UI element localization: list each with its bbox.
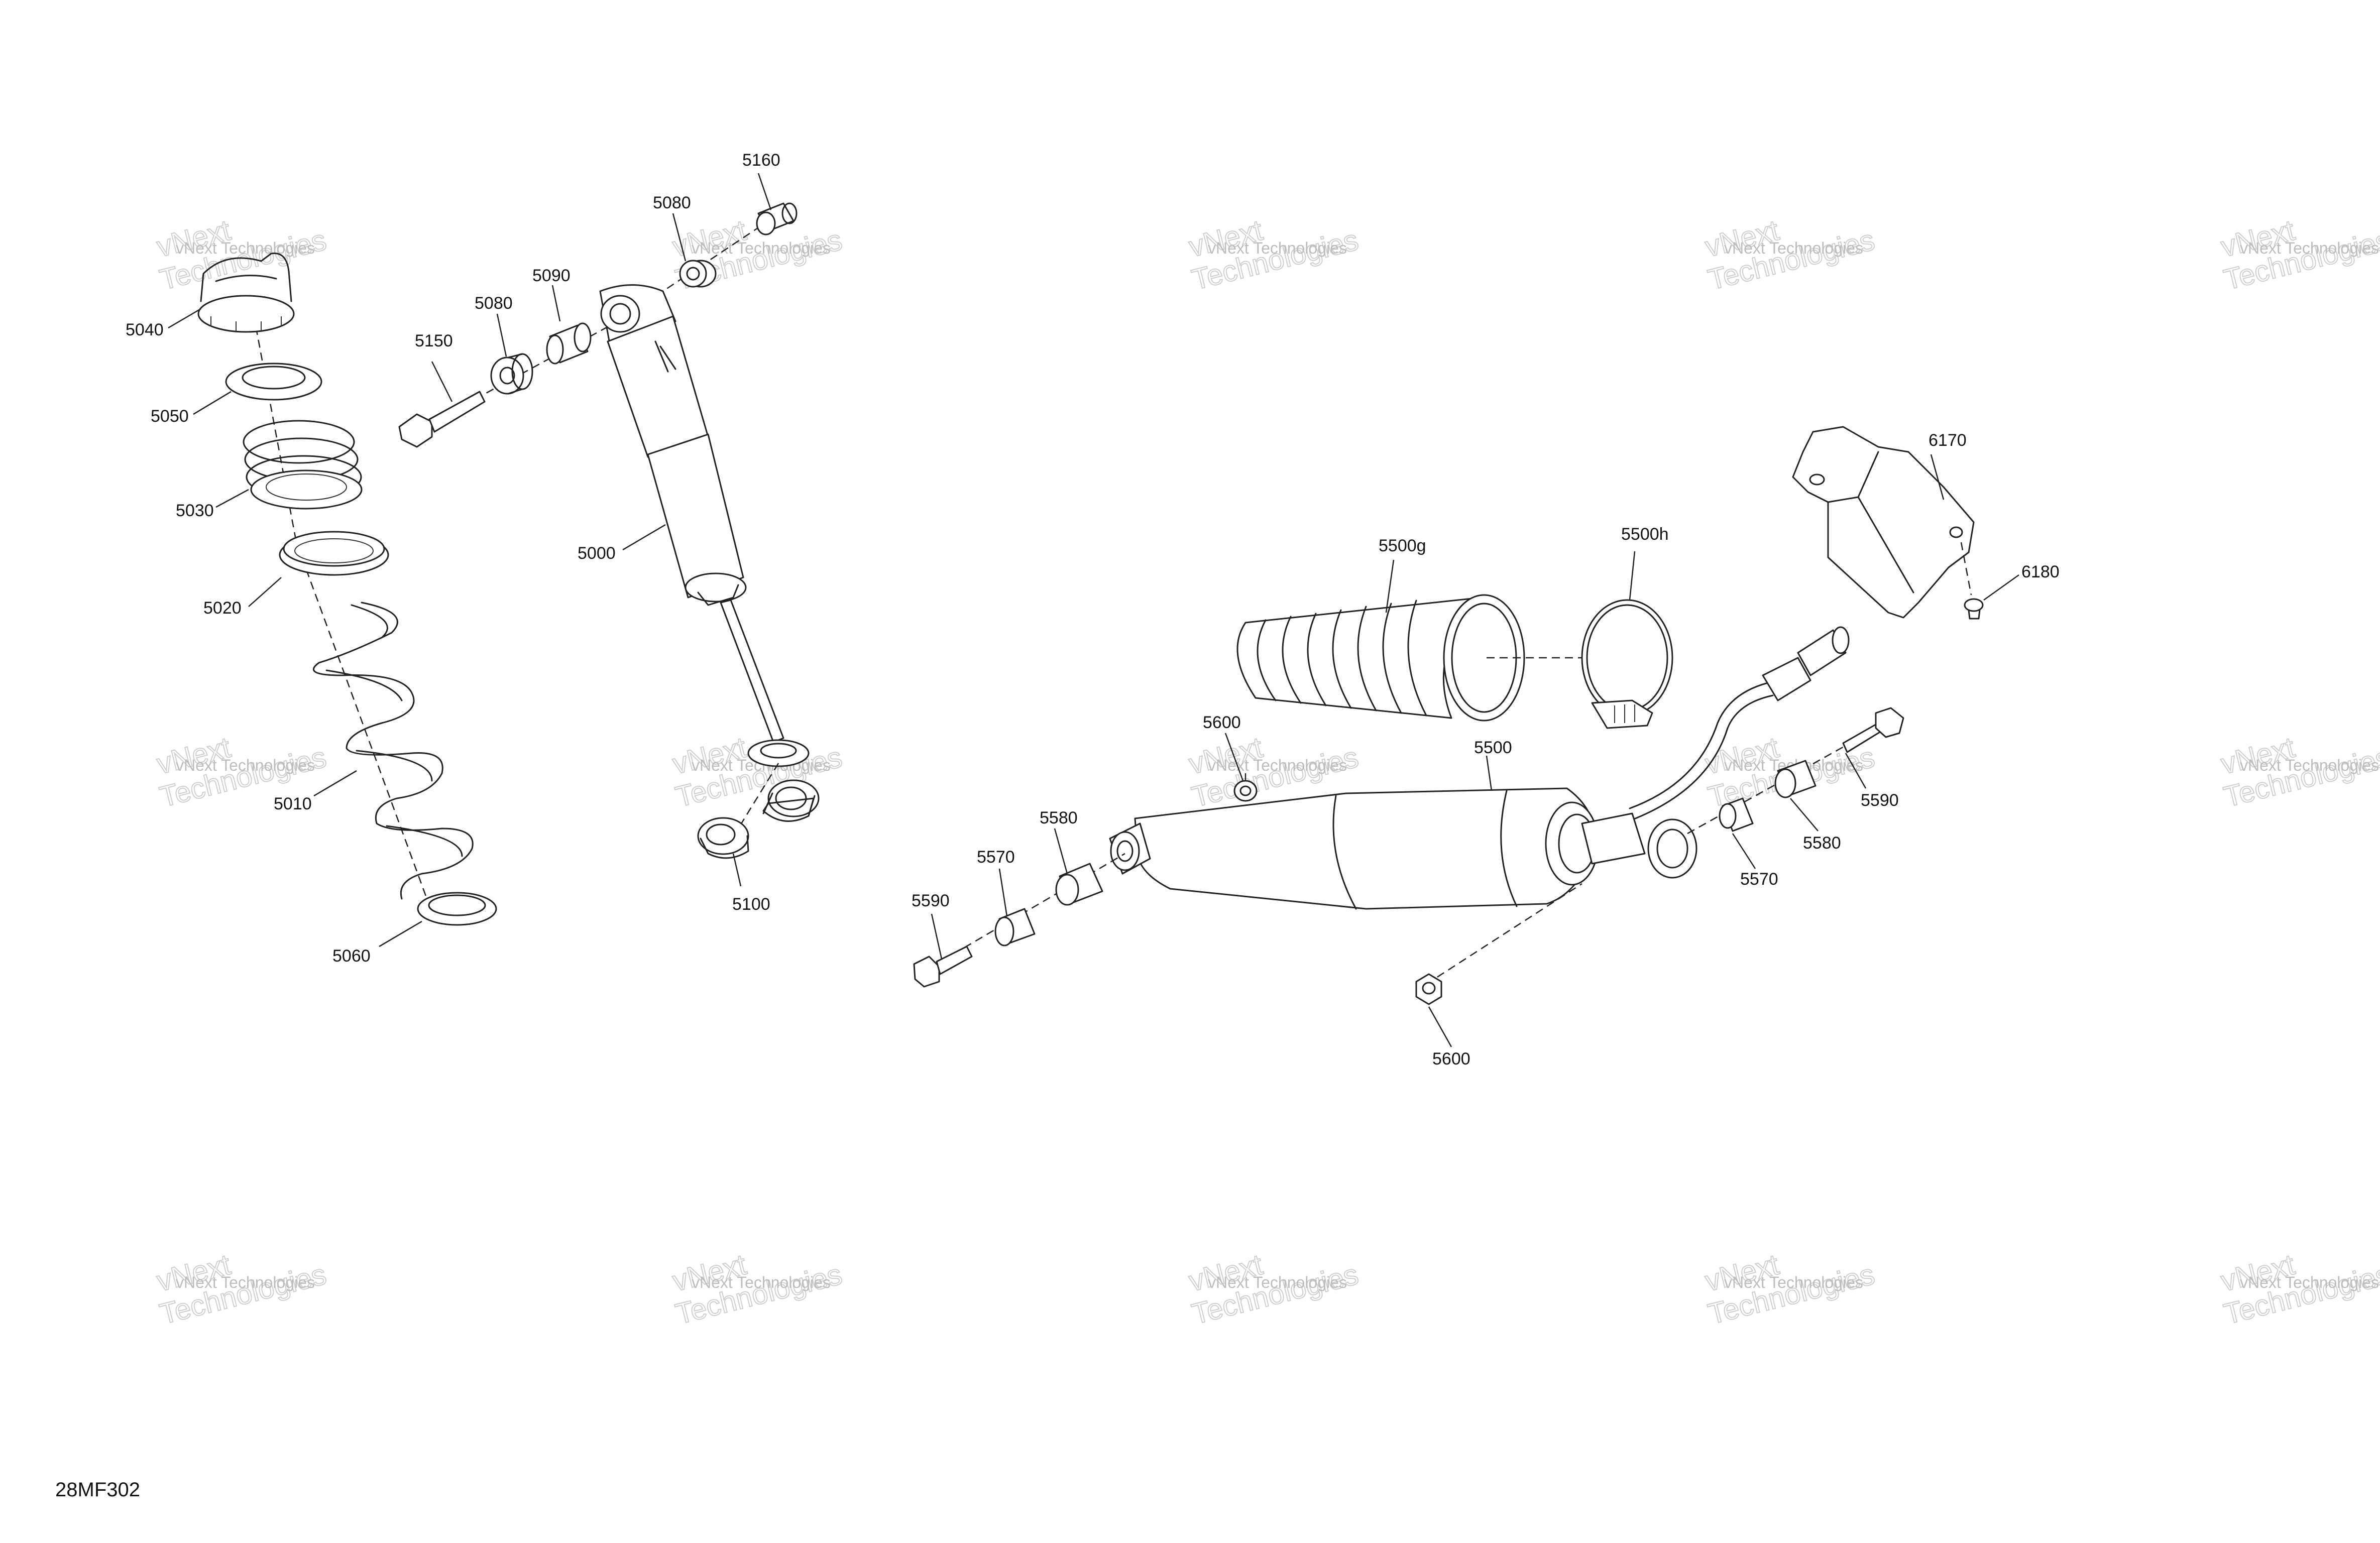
label-5010: 5010 bbox=[274, 794, 312, 813]
part-5020-spring-seat bbox=[279, 531, 389, 576]
part-5500h-hose-clamp bbox=[1581, 599, 1673, 729]
watermark-text-small: vNext Technologies bbox=[1208, 239, 1347, 257]
part-5090-sleeve bbox=[546, 322, 592, 365]
label-5500: 5500 bbox=[1474, 738, 1512, 757]
part-labels: 5040 5050 5030 5020 5010 5060 5150 5080 … bbox=[126, 151, 2060, 1069]
label-6170: 6170 bbox=[1929, 431, 1967, 450]
label-5590-right: 5590 bbox=[1861, 791, 1899, 810]
watermark: vNext Technologies vNext Technologies bbox=[153, 1248, 330, 1331]
label-5500g: 5500g bbox=[1379, 536, 1426, 555]
label-5500h: 5500h bbox=[1621, 525, 1669, 544]
watermark-text-small: vNext Technologies bbox=[1724, 239, 1863, 257]
label-5570-right: 5570 bbox=[1740, 870, 1778, 889]
watermark-text-small: vNext Technologies bbox=[176, 1273, 315, 1291]
label-5580-left: 5580 bbox=[1040, 808, 1078, 827]
label-5000: 5000 bbox=[578, 544, 616, 563]
part-5040-spring-adjuster bbox=[197, 252, 295, 333]
label-5030: 5030 bbox=[176, 501, 214, 520]
part-5030-spring-spacer bbox=[243, 420, 363, 510]
watermark-text-small: vNext Technologies bbox=[2240, 1273, 2379, 1291]
diagram-code: 28MF302 bbox=[55, 1479, 140, 1501]
label-6180: 6180 bbox=[2021, 562, 2060, 581]
watermark-text-small: vNext Technologies bbox=[1724, 1273, 1863, 1291]
part-5570-sleeve-right bbox=[1719, 797, 1754, 832]
part-5600-nut-top bbox=[1233, 780, 1258, 802]
reservoir-bottom-axis-line bbox=[1426, 883, 1582, 985]
label-5580-right: 5580 bbox=[1803, 834, 1841, 853]
watermark: vNext Technologies vNext Technologies bbox=[1702, 1248, 1878, 1331]
watermark-text-small: vNext Technologies bbox=[692, 1273, 831, 1291]
part-5100-bushings bbox=[697, 779, 820, 859]
watermark: vNext Technologies vNext Technologies bbox=[2217, 731, 2380, 814]
part-5000-shock-absorber bbox=[599, 284, 810, 767]
label-5590-left: 5590 bbox=[912, 891, 950, 910]
watermark: vNext Technologies vNext Technologies bbox=[669, 1248, 846, 1331]
part-5580-bushing-right bbox=[1774, 760, 1817, 798]
label-5100: 5100 bbox=[732, 895, 770, 914]
part-5050-washer bbox=[225, 363, 322, 401]
watermark: vNext Technologies vNext Technologies bbox=[2217, 1248, 2380, 1331]
part-5590-bolt-right bbox=[1842, 707, 1904, 753]
part-5060-spring-clip bbox=[417, 892, 497, 926]
part-6180-screw bbox=[1960, 542, 1984, 620]
watermark-text-small: vNext Technologies bbox=[692, 239, 831, 257]
part-5500-reservoir bbox=[1109, 787, 1697, 910]
watermark: vNext Technologies vNext Technologies bbox=[1185, 213, 1362, 297]
watermark-text-small: vNext Technologies bbox=[2240, 239, 2379, 257]
label-5040: 5040 bbox=[126, 320, 164, 339]
label-5600-top: 5600 bbox=[1203, 713, 1241, 732]
watermark-grid: vNext Technologies vNext Technologies vN… bbox=[153, 213, 2380, 1331]
part-5500g-bellows-boot bbox=[1236, 594, 1525, 722]
spring-assembly bbox=[197, 252, 497, 926]
label-5060: 5060 bbox=[332, 946, 371, 966]
shock-absorber-assembly bbox=[398, 202, 820, 859]
label-5050: 5050 bbox=[151, 407, 189, 426]
watermark-text-small: vNext Technologies bbox=[1208, 1273, 1347, 1291]
label-5080-right: 5080 bbox=[653, 193, 691, 212]
leader-lines bbox=[168, 173, 2019, 1047]
label-5570-left: 5570 bbox=[977, 848, 1015, 867]
part-5150-bolt bbox=[398, 391, 486, 448]
part-5010-coil-spring bbox=[312, 602, 474, 900]
bracket-screw-axis-line bbox=[1960, 542, 1972, 596]
reservoir-right-axis-line bbox=[1687, 732, 1869, 835]
watermark-text-small: vNext Technologies bbox=[176, 239, 315, 257]
watermark-text-small: vNext Technologies bbox=[1208, 756, 1347, 774]
watermark-text-small: vNext Technologies bbox=[176, 756, 315, 774]
label-5150: 5150 bbox=[415, 331, 453, 350]
label-5080-left: 5080 bbox=[475, 294, 513, 313]
part-5590-bolt-left bbox=[913, 945, 973, 988]
label-5020: 5020 bbox=[203, 599, 242, 618]
label-5090: 5090 bbox=[532, 266, 571, 285]
part-5600-nut-bottom bbox=[1415, 973, 1442, 1005]
label-5600-bottom: 5600 bbox=[1432, 1049, 1470, 1069]
watermark: vNext Technologies vNext Technologies bbox=[1702, 213, 1878, 297]
reservoir-hose bbox=[1621, 626, 1850, 824]
watermark: vNext Technologies vNext Technologies bbox=[153, 213, 330, 297]
part-6170-bracket bbox=[1792, 426, 1975, 619]
reservoir-assembly bbox=[913, 426, 1984, 1005]
part-5080-bushing-left bbox=[490, 353, 533, 395]
part-5080-bushing-right bbox=[679, 260, 717, 288]
watermark: vNext Technologies vNext Technologies bbox=[1185, 1248, 1362, 1331]
watermark-text-small: vNext Technologies bbox=[2240, 756, 2379, 774]
part-5580-bushing-left bbox=[1055, 863, 1103, 906]
part-5160-cap bbox=[756, 202, 798, 235]
watermark: vNext Technologies vNext Technologies bbox=[2217, 213, 2380, 297]
part-5570-sleeve-left bbox=[994, 908, 1036, 946]
label-5160: 5160 bbox=[742, 151, 780, 170]
